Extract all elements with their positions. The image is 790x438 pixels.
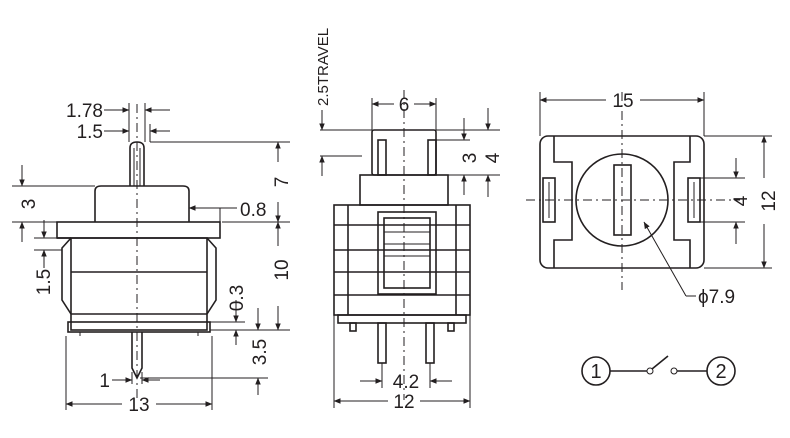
front-terminal-right [425,322,435,364]
side-clip-dim: 1.5 [34,269,55,295]
front-view: 2.5TRAVEL 6 3 4 4.2 12 [315,28,504,413]
top-button-slot [613,164,632,236]
top-view: 15 12 4 ϕ7.9 [526,91,780,308]
side-cap-height-dim: 3 [19,199,40,210]
side-gap-dim: 0.3 [227,285,248,311]
front-width-dim: 12 [393,392,414,413]
terminal-2-circle [706,356,736,386]
front-tab-3-dim: 3 [460,153,481,164]
front-terminal-left [377,322,387,364]
front-pin-pitch-dim: 4.2 [393,372,419,393]
top-width-dim: 15 [612,91,633,112]
side-ledge-dim: 0.8 [240,200,266,221]
top-slot-left [542,177,556,223]
switch-contact-blade [651,355,669,370]
terminal-2-label: 2 [715,361,726,383]
side-stem-inner-dim: 1.5 [77,122,103,143]
front-tab-4-dim: 4 [483,152,504,163]
side-flange [56,221,221,239]
side-pin-width-dim: 1 [99,371,110,392]
front-travel-dim: 2.5TRAVEL [315,28,332,106]
top-diameter-dim: ϕ7.9 [698,287,735,308]
side-width-dim: 13 [128,395,149,416]
side-stem-outer-dim: 1.78 [66,101,103,122]
top-height-dim: 12 [759,190,780,211]
side-overall-height-dim: 7 [272,177,293,188]
top-center-4-dim: 4 [731,195,752,206]
front-plunger-width-dim: 6 [399,95,410,116]
side-body-height-dim: 10 [272,259,293,280]
side-body [70,237,208,331]
side-cap [94,185,190,222]
side-view: 1.78 1.5 3 1.5 7 0.8 10 [12,101,293,416]
switch-schematic: 1 2 [581,355,736,386]
terminal-1-label: 1 [590,361,601,383]
front-housing [333,204,471,316]
side-pin-length-dim: 3.5 [250,339,271,365]
